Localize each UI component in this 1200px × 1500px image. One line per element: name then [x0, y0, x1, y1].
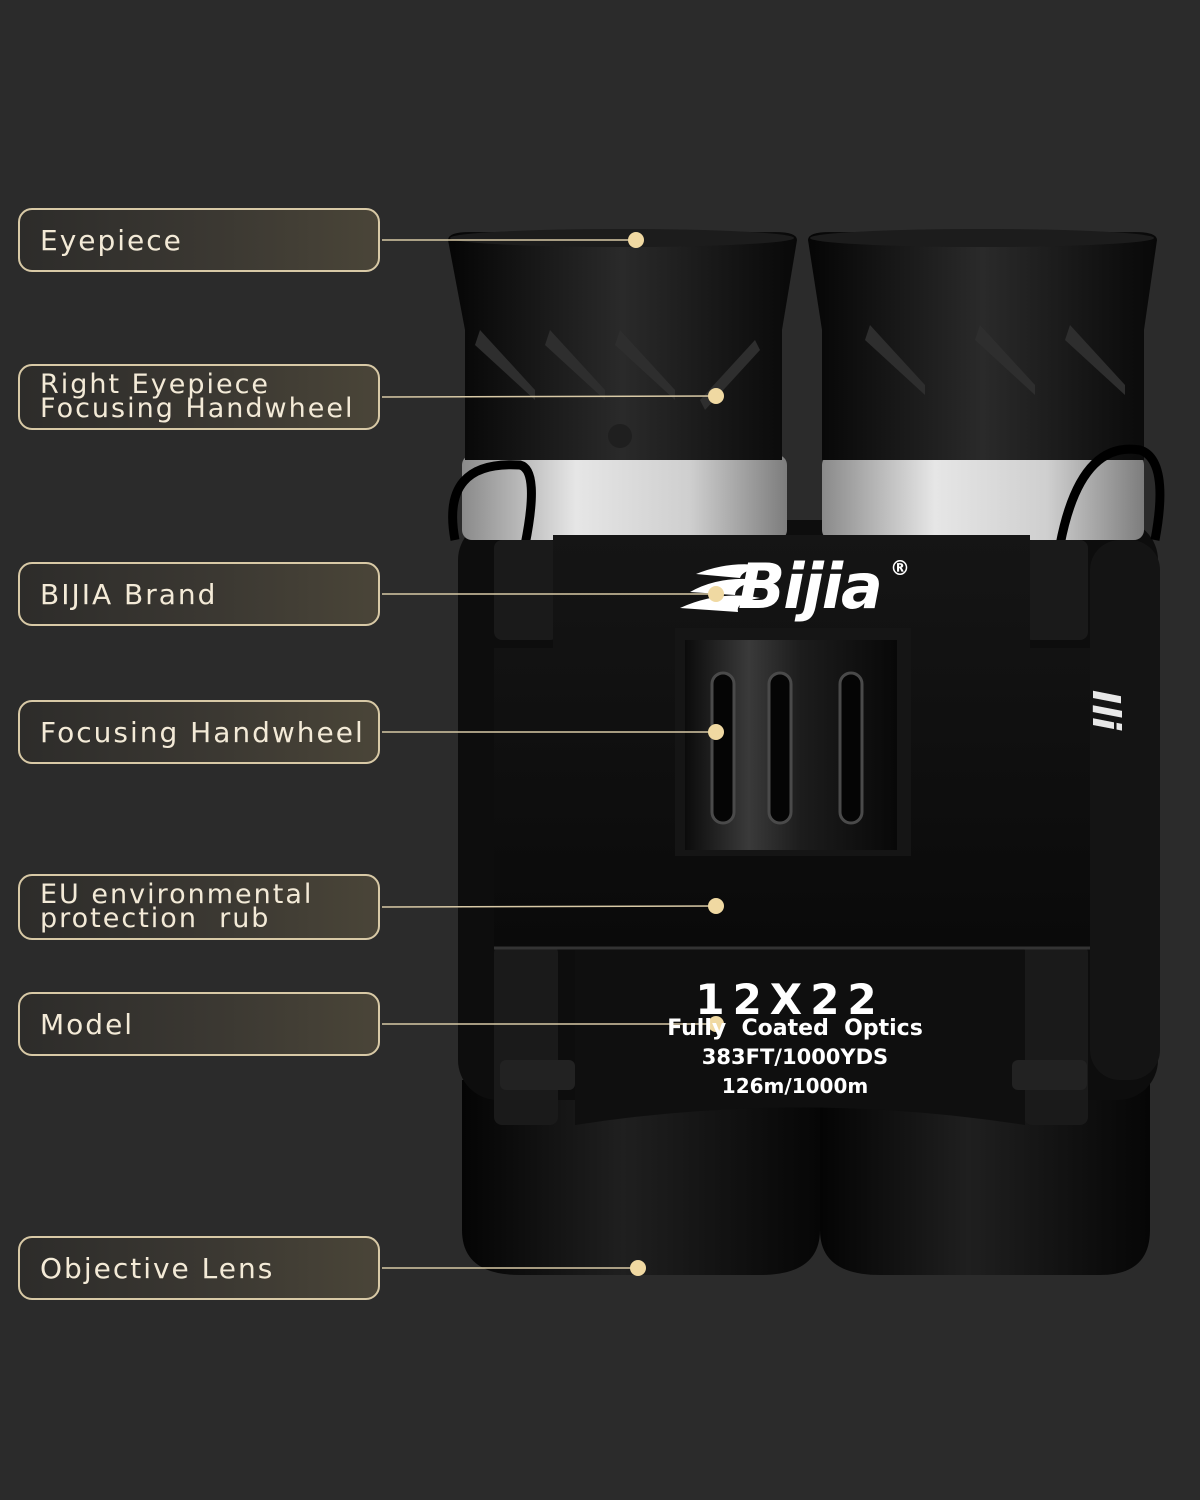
callout-label: Eyepiece	[40, 223, 183, 257]
callout-objective-lens: Objective Lens	[18, 1236, 380, 1300]
leader-lines	[381, 232, 724, 1276]
eyepiece-cups	[448, 229, 1157, 460]
leader-dot-eyepiece	[628, 232, 644, 248]
objective-barrels	[462, 1080, 1150, 1275]
leader-dot-eu-environmental-protection-rub	[708, 898, 724, 914]
body-side	[1090, 540, 1160, 1080]
callout-bijia-brand: BIJIA Brand	[18, 562, 380, 626]
callout-model: Model	[18, 992, 380, 1056]
brand-flame-logo	[680, 564, 766, 612]
model-spec-coating: Fully Coated Optics	[667, 1016, 923, 1041]
leader-line-eu-environmental-protection-rub	[381, 905, 717, 908]
model-spec-field-ft: 383FT/1000YDS	[701, 1045, 889, 1069]
leader-dot-model	[708, 1016, 724, 1032]
strap-loops	[448, 444, 1165, 546]
leader-dot-bijia-brand	[708, 586, 724, 602]
leader-dot-right-eyepiece-focusing-handwheel	[708, 388, 724, 404]
leader-dot-focusing-handwheel	[708, 724, 724, 740]
focus-wheel-grooves	[710, 671, 864, 825]
callout-label: Focusing Handwheel	[40, 393, 355, 424]
callout-label: Focusing Handwheel	[40, 715, 365, 749]
model-spec-field-m: 126m/1000m	[721, 1074, 869, 1098]
model-plate	[575, 950, 1025, 1125]
callout-label: EU environmental	[40, 879, 314, 910]
registered-mark: ®	[890, 556, 910, 580]
callout-label: BIJIA Brand	[40, 577, 218, 611]
model-spec-magnification: 12X22	[695, 975, 885, 1024]
brand-logo-text: Bijia	[738, 550, 883, 623]
callout-label: Objective Lens	[40, 1251, 275, 1285]
callout-focusing-handwheel: Focusing Handwheel	[18, 700, 380, 764]
leader-line-right-eyepiece-focusing-handwheel	[381, 395, 717, 398]
callout-label: Model	[40, 1007, 135, 1041]
leader-dot-objective-lens	[630, 1260, 646, 1276]
side-brand-text: Ili	[1084, 690, 1128, 731]
callout-label: protection rub	[40, 903, 271, 934]
callout-label: Right Eyepiece	[40, 369, 271, 400]
callout-eyepiece: Eyepiece	[18, 208, 380, 272]
